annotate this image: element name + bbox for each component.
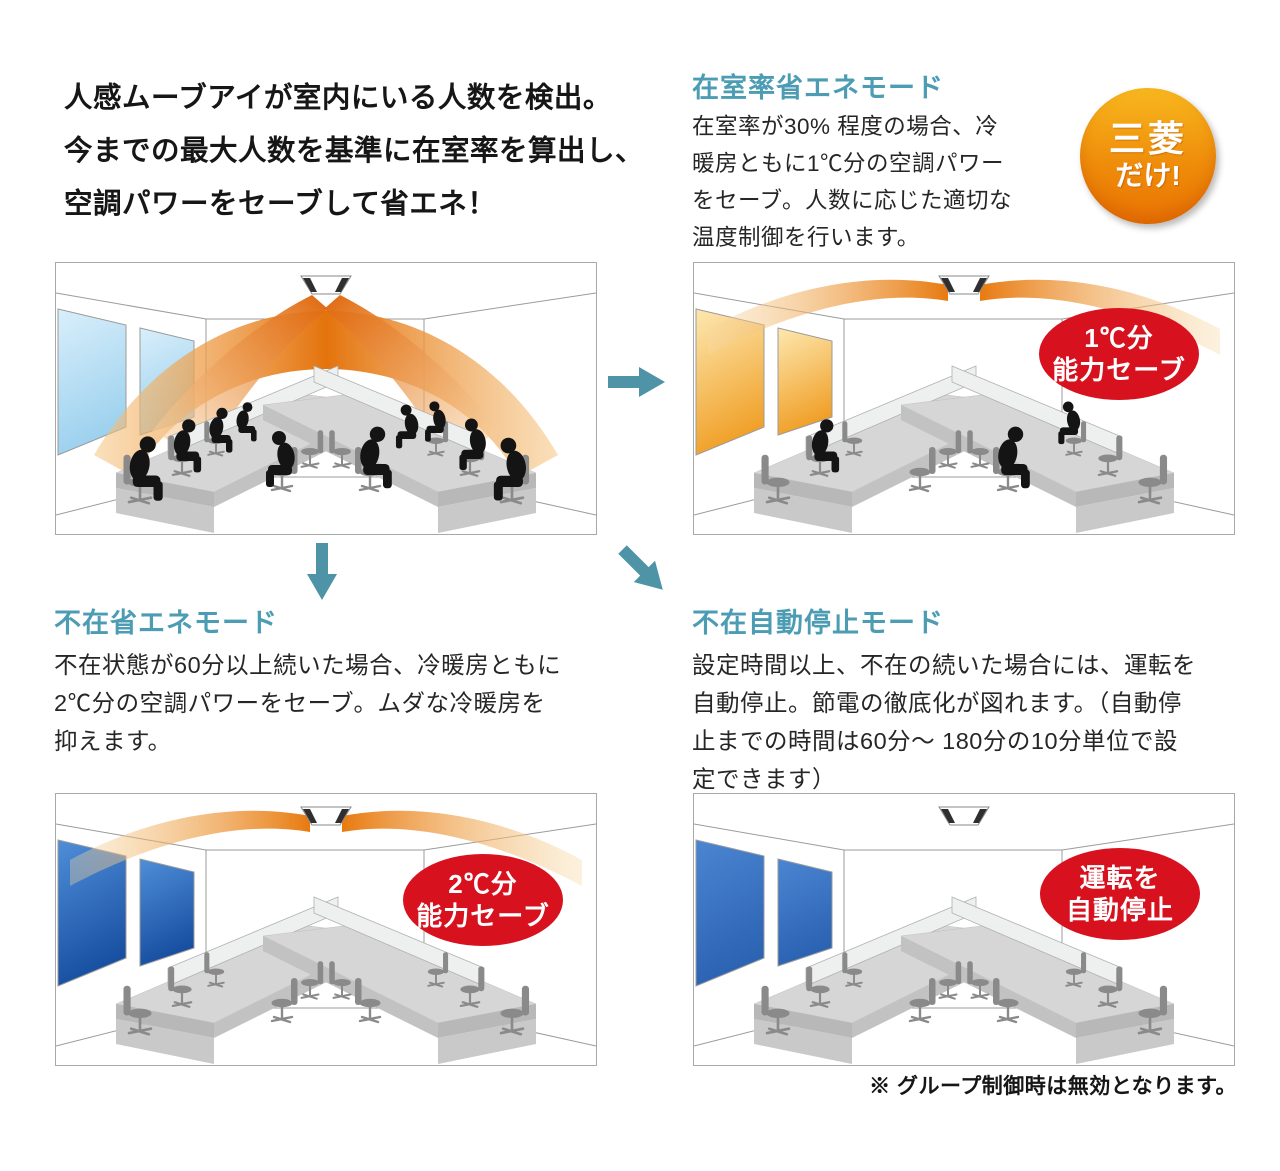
office-scene-absence-save: 2℃分 能力セーブ [55,793,597,1066]
badge-text-line1: 三菱 [1108,118,1187,160]
intro-text: 人感ムーブアイが室内にいる人数を検出。今までの最大人数を基準に在室率を算出し、空… [64,72,644,231]
arrow-right-icon [608,363,666,406]
oval-text-line1: 2℃分 [448,868,518,899]
text-line: 定できます） [692,766,836,792]
text-line: 不在状態が60分以上続いた場合、冷暖房ともに [54,652,562,678]
occupancy-mode-description: 在室率が30% 程度の場合、冷暖房ともに1℃分の空調パワーをセーブ。人数に応じた… [692,108,1012,256]
text-line: 人感ムーブアイが室内にいる人数を検出。 [64,82,612,114]
group-control-footnote: ※ グループ制御時は無効となります。 [869,1075,1237,1098]
auto-stop-badge: 運転を 自動停止 [1040,848,1200,940]
text-line: 暖房ともに1℃分の空調パワー [692,151,1005,176]
office-illustration [694,806,1234,1064]
absence-stop-mode-title: 不在自動停止モード [692,608,944,638]
oval-text-line2: 自動停止 [1065,895,1174,925]
arrow-down-icon [303,543,341,606]
absence-save-mode-description: 不在状態が60分以上続いた場合、冷暖房ともに 2℃分の空調パワーをセーブ。ムダな冷… [54,646,561,760]
oval-text-line2: 能力セーブ [1052,355,1186,385]
text-line: 止までの時間は60分～ 180分の10分単位で設 [692,728,1179,754]
text-line: 自動停止。節電の徹底化が図れます。（自動停 [692,690,1182,716]
oval-text-line1: 運転を [1079,862,1161,893]
text-line: をセーブ。人数に応じた適切な [692,188,1012,213]
text-line: 空調パワーをセーブして省エネ！ [64,188,497,220]
absence-stop-mode-description: 設定時間以上、不在の続いた場合には、運転を自動停止。節電の徹底化が図れます。（自… [692,646,1196,798]
oval-text-line2: 能力セーブ [416,901,550,931]
badge-text-line2: だけ! [1115,160,1181,191]
mitsubishi-only-badge: 三菱 だけ! [1080,88,1216,224]
text-line: 在室率が30% 程度の場合、冷 [692,114,999,139]
text-line: 抑えます。 [54,728,172,754]
absence-save-mode-title: 不在省エネモード [54,608,278,638]
text-line: 今までの最大人数を基準に在室率を算出し、 [64,135,645,167]
oval-text-line1: 1℃分 [1084,322,1154,353]
office-illustration [56,806,596,1064]
capacity-save-2c-badge: 2℃分 能力セーブ [403,854,563,946]
office-scene-people-detected [55,262,597,535]
text-line: 設定時間以上、不在の続いた場合には、運転を [692,652,1196,678]
occupancy-mode-title: 在室率省エネモード [692,73,944,103]
capacity-save-1c-badge: 1℃分 能力セーブ [1039,308,1199,400]
office-illustration [56,275,596,533]
text-line: 2℃分の空調パワーをセーブ。ムダな冷暖房を [54,690,546,716]
arrow-diagonal-icon [606,536,677,607]
office-scene-occupancy-save: 1℃分 能力セーブ [693,262,1235,535]
text-line: 温度制御を行います。 [692,225,920,250]
office-illustration [694,275,1234,533]
office-scene-auto-stop: 運転を 自動停止 [693,793,1235,1066]
